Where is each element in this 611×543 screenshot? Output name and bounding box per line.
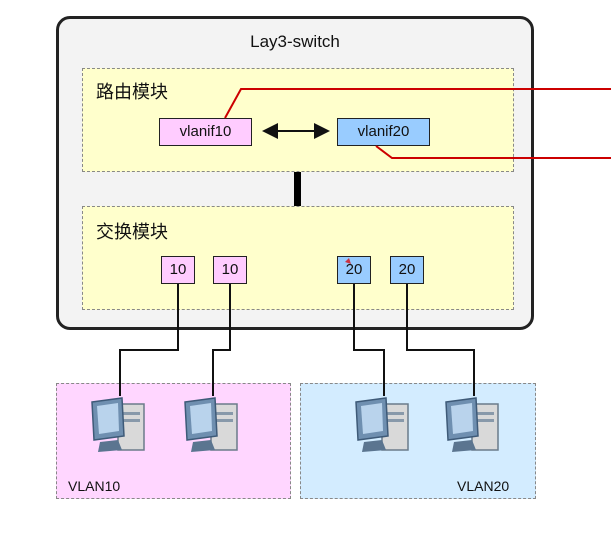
- switching-module-label: 交换模块: [96, 222, 168, 242]
- computer-icon: [91, 397, 145, 452]
- vlan10-label: VLAN10: [68, 478, 121, 494]
- vlan20-label: VLAN20: [457, 478, 510, 494]
- switching-module: [82, 206, 514, 310]
- vlanif10-interface: vlanif10: [159, 118, 252, 146]
- vlanif20-interface: vlanif20: [337, 118, 430, 146]
- computer-icon: [445, 397, 499, 452]
- port-vlan20-b: 20: [390, 256, 424, 284]
- routing-module-label: 路由模块: [96, 82, 168, 102]
- cable-port4: [406, 284, 475, 396]
- switch-title: Lay3-switch: [250, 32, 340, 51]
- port-vlan10-b: 10: [213, 256, 247, 284]
- port-vlan10-a: 10: [161, 256, 195, 284]
- computer-icon: [355, 397, 409, 452]
- cable-port3: [353, 284, 385, 396]
- cable-port2: [212, 284, 231, 396]
- port-vlan20-a: 20: [337, 256, 371, 284]
- cable-port1: [119, 284, 179, 396]
- computer-icon: [184, 397, 238, 452]
- cursor-mark: [345, 258, 351, 264]
- routing-module: [82, 68, 514, 172]
- external-link-vlanif10: [224, 88, 611, 119]
- external-link-vlanif20: [375, 145, 611, 159]
- backplane-connector: [294, 172, 301, 206]
